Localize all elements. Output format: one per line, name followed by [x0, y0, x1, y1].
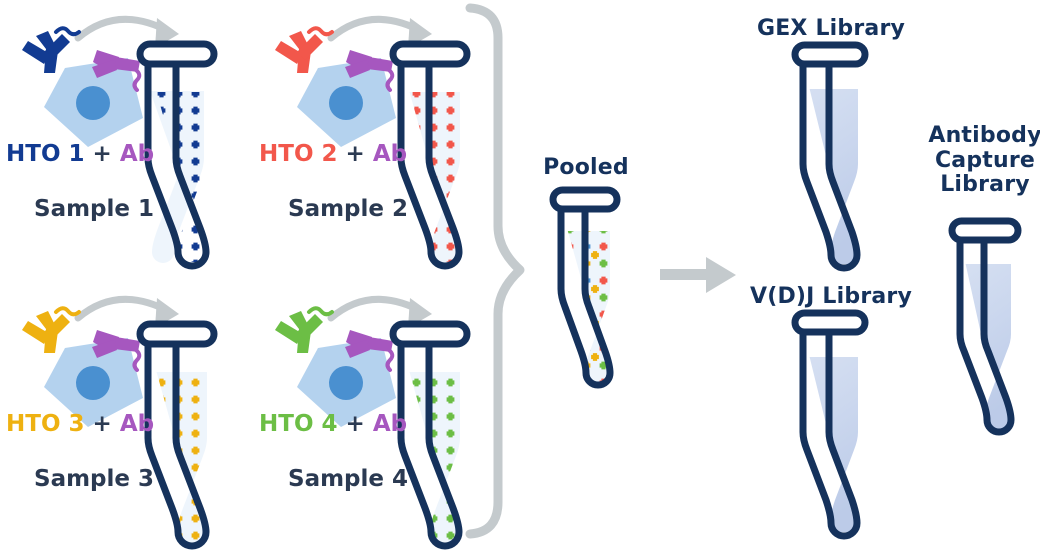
sample-3-plus: + — [92, 411, 112, 437]
sample-4-ab-label: Ab — [372, 411, 408, 437]
pooled-label: Pooled — [543, 155, 629, 180]
gex-library-label: GEX Library — [756, 16, 906, 41]
sample-4-plus: + — [345, 411, 365, 437]
sample-1-hto-line: HTO 1 + Ab — [6, 141, 154, 167]
antibody-capture-library-label: Antibody Capture Library — [910, 123, 1040, 198]
sample-3-hto-label: HTO 3 — [6, 411, 85, 437]
sample-2-hto-label: HTO 2 — [259, 141, 338, 167]
sample-3-group — [22, 295, 218, 550]
sample-2-ab-label: Ab — [372, 141, 408, 167]
pooled-tube-group — [549, 186, 621, 389]
sample-2-plus: + — [345, 141, 365, 167]
sample-3-hto-line: HTO 3 + Ab — [6, 411, 154, 437]
vdj-library-label: V(D)J Library — [749, 284, 913, 309]
sample-2-tube — [389, 40, 471, 270]
sample-3-ab-label: Ab — [119, 411, 155, 437]
sample-1-label: Sample 1 — [34, 196, 155, 222]
antibody-capture-line-3: Library — [940, 172, 1030, 198]
antibody-capture-library-tube — [948, 217, 1022, 436]
gex-library-tube — [791, 41, 869, 272]
sample-4-label: Sample 4 — [288, 466, 409, 492]
sample-3-label: Sample 3 — [34, 466, 155, 492]
sample-1-plus: + — [92, 141, 112, 167]
sample-2-group — [275, 15, 471, 270]
sample-4-hto-label: HTO 4 — [259, 411, 338, 437]
sample-1-ab-label: Ab — [119, 141, 155, 167]
sample-1-hto-label: HTO 1 — [6, 141, 85, 167]
antibody-capture-line-1: Antibody — [928, 123, 1040, 148]
sample-2-hto-line: HTO 2 + Ab — [259, 141, 407, 167]
antibody-capture-line-2: Capture — [934, 147, 1036, 173]
sample-3-tube — [136, 320, 218, 550]
grouping-brace — [465, 3, 525, 539]
pooled-to-libraries-arrow — [660, 257, 736, 293]
sample-1-group — [22, 15, 218, 270]
vdj-library-tube — [791, 309, 869, 540]
sample-1-tube — [136, 40, 218, 270]
sample-2-label: Sample 2 — [288, 196, 409, 222]
sample-4-hto-line: HTO 4 + Ab — [259, 411, 407, 437]
